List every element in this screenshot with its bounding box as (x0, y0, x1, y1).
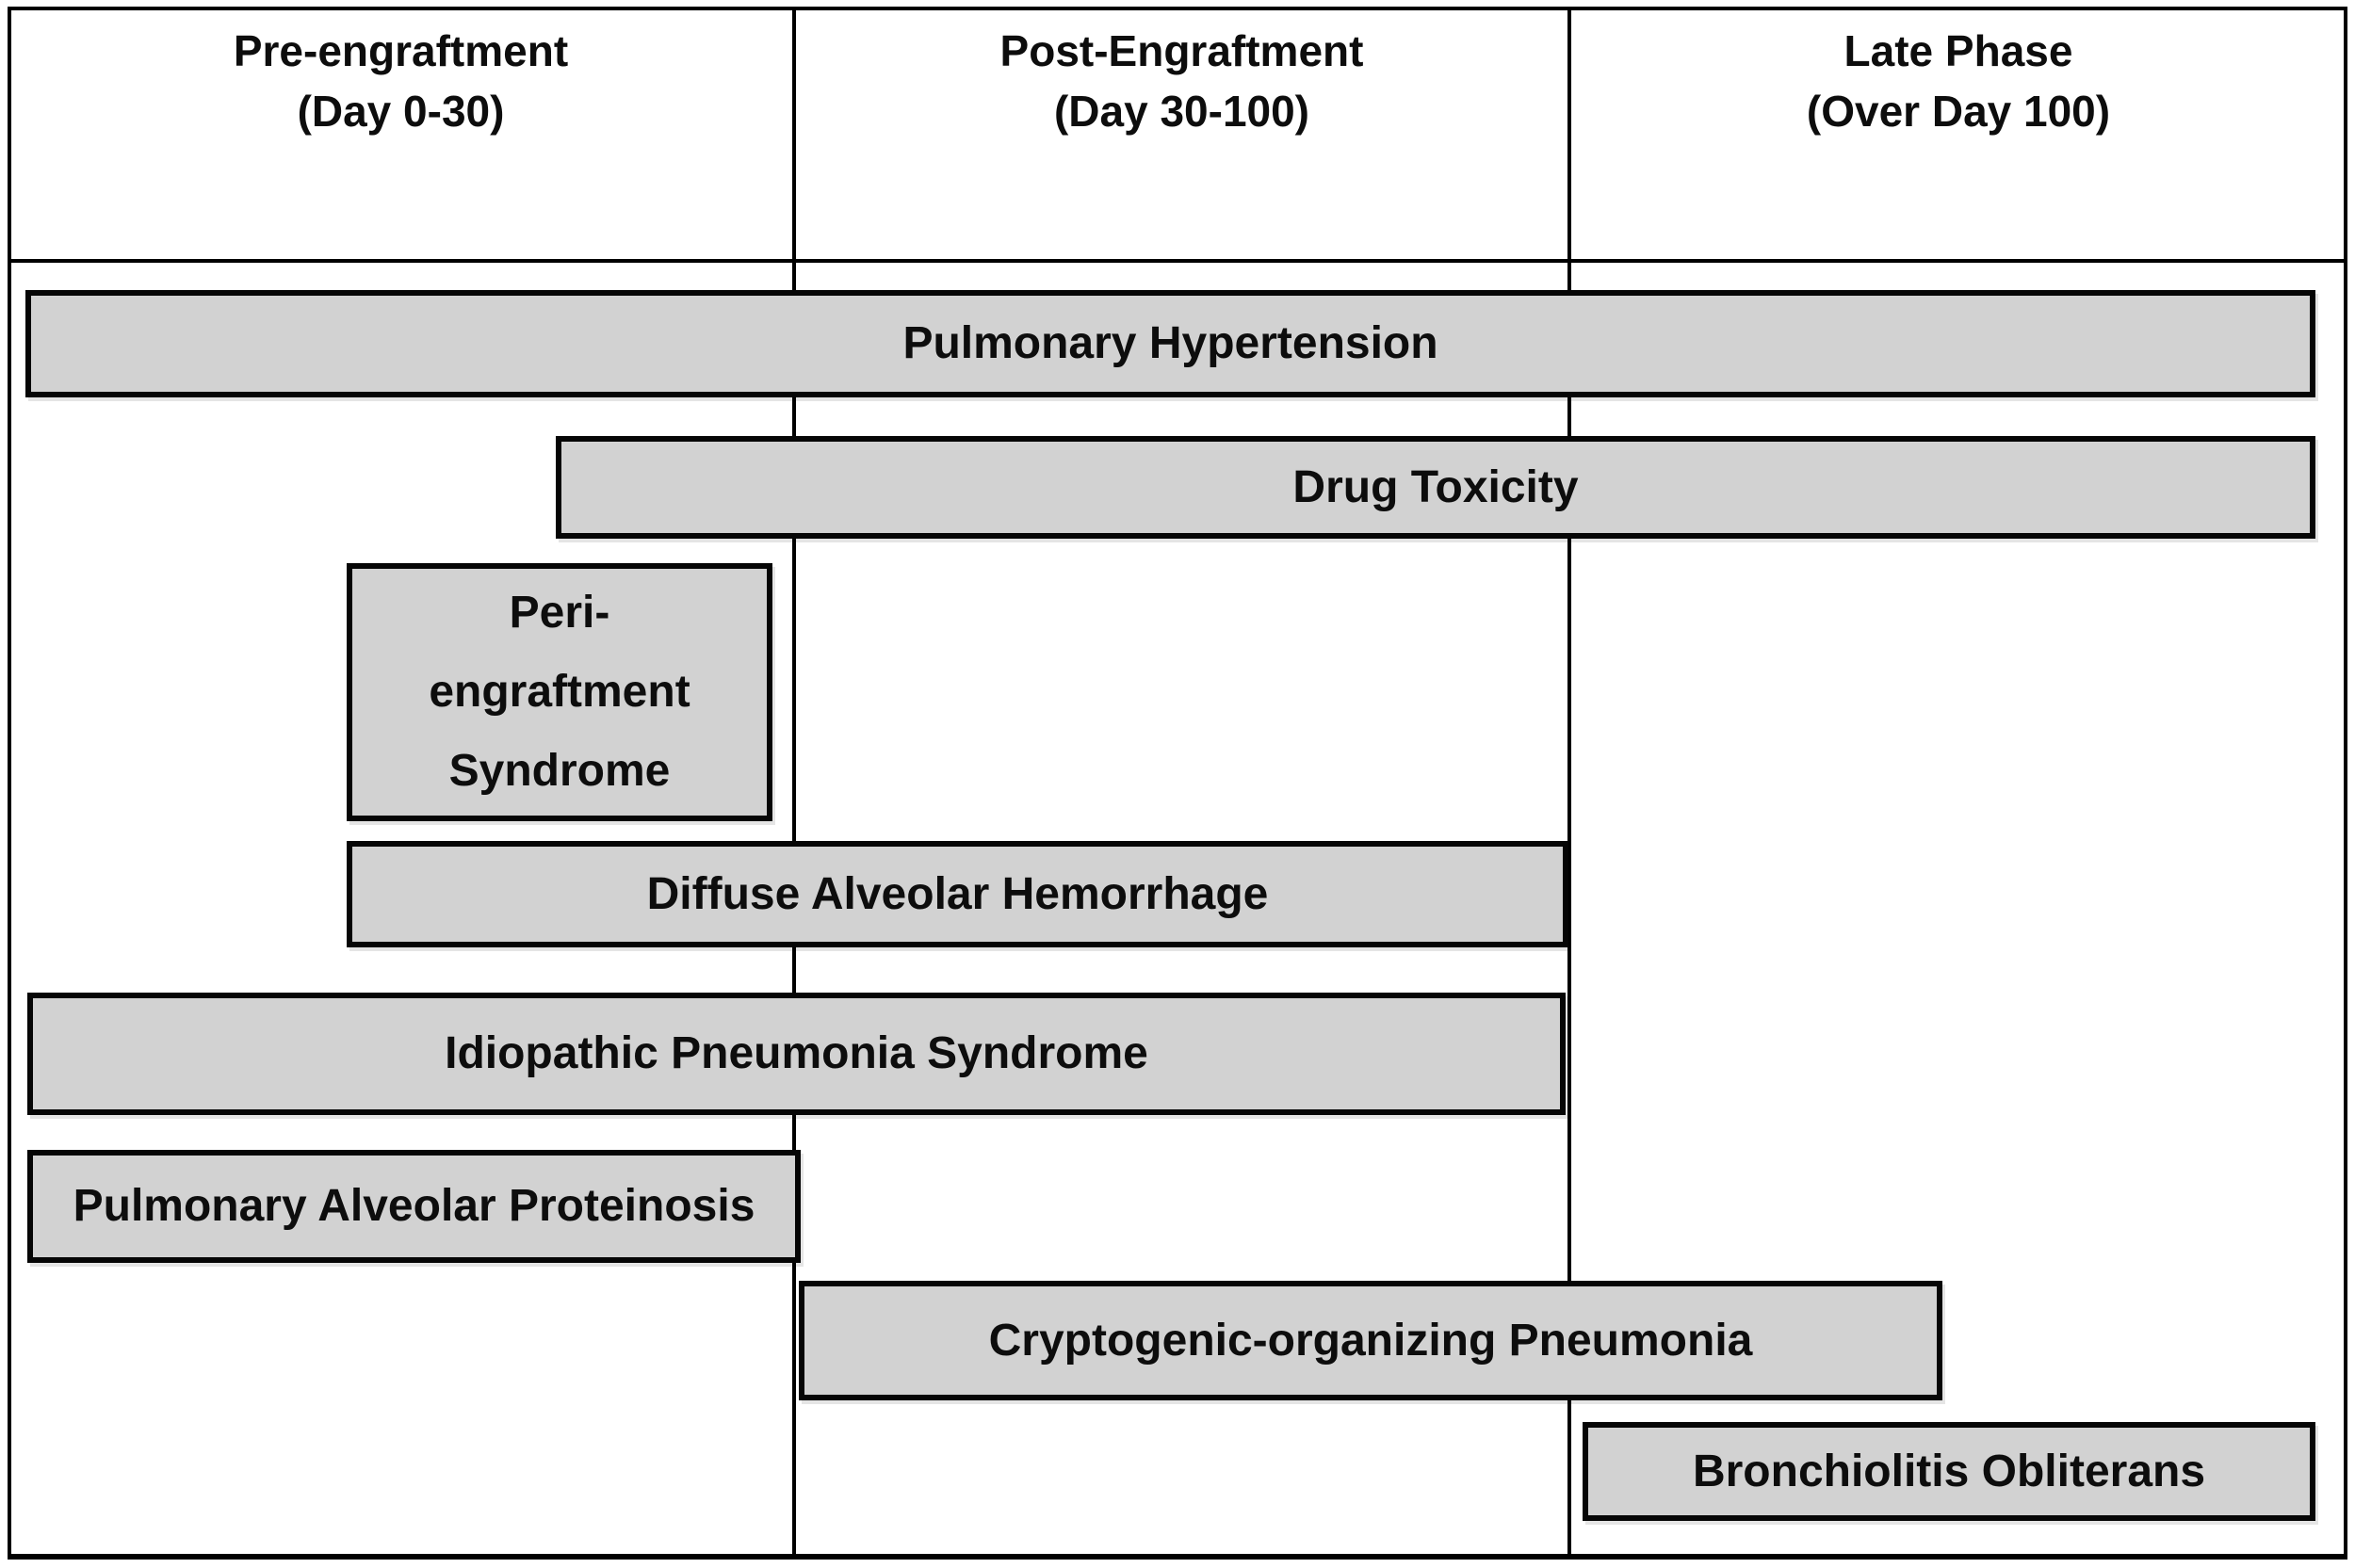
bar-cryptogenic-organizing-pneumonia: Cryptogenic-organizing Pneumonia (799, 1281, 1942, 1400)
header-divider-line (8, 259, 2347, 263)
bar-bronchiolitis-obliterans: Bronchiolitis Obliterans (1583, 1422, 2315, 1521)
figure-frame (8, 7, 2347, 1560)
bar-label: Cryptogenic-organizing Pneumonia (988, 1315, 1753, 1366)
column-header-post-engraftment: Post-Engraftment (Day 30-100) (794, 21, 1569, 141)
bar-pulmonary-alveolar-proteinosis: Pulmonary Alveolar Proteinosis (27, 1150, 801, 1263)
column-header-pre-engraftment: Pre-engraftment (Day 0-30) (8, 21, 794, 141)
bar-drug-toxicity: Drug Toxicity (556, 436, 2315, 539)
bar-label: Pulmonary Hypertension (902, 318, 1438, 368)
bar-label: engraftment (429, 667, 690, 717)
bar-pulmonary-hypertension: Pulmonary Hypertension (25, 290, 2315, 397)
column-range: (Day 30-100) (1053, 87, 1310, 136)
column-label: Post-Engraftment (999, 26, 1364, 75)
bar-label: Peri- (509, 588, 610, 638)
column-divider-1 (792, 7, 796, 1560)
column-range: (Over Day 100) (1806, 87, 2111, 136)
column-label: Pre-engraftment (233, 26, 569, 75)
column-header-late-phase: Late Phase (Over Day 100) (1569, 21, 2347, 141)
column-range: (Day 0-30) (297, 87, 505, 136)
bar-diffuse-alveolar-hemorrhage: Diffuse Alveolar Hemorrhage (347, 841, 1568, 947)
bar-label: Diffuse Alveolar Hemorrhage (646, 868, 1269, 919)
bar-label: Drug Toxicity (1292, 461, 1579, 512)
bar-label: Idiopathic Pneumonia Syndrome (445, 1028, 1148, 1078)
bar-idiopathic-pneumonia-syndrome: Idiopathic Pneumonia Syndrome (27, 993, 1566, 1115)
column-divider-2 (1567, 7, 1571, 1560)
bar-label: Syndrome (448, 746, 671, 796)
bar-label: Bronchiolitis Obliterans (1692, 1446, 2206, 1496)
column-label: Late Phase (1843, 26, 2073, 75)
bar-label: Pulmonary Alveolar Proteinosis (73, 1181, 755, 1231)
